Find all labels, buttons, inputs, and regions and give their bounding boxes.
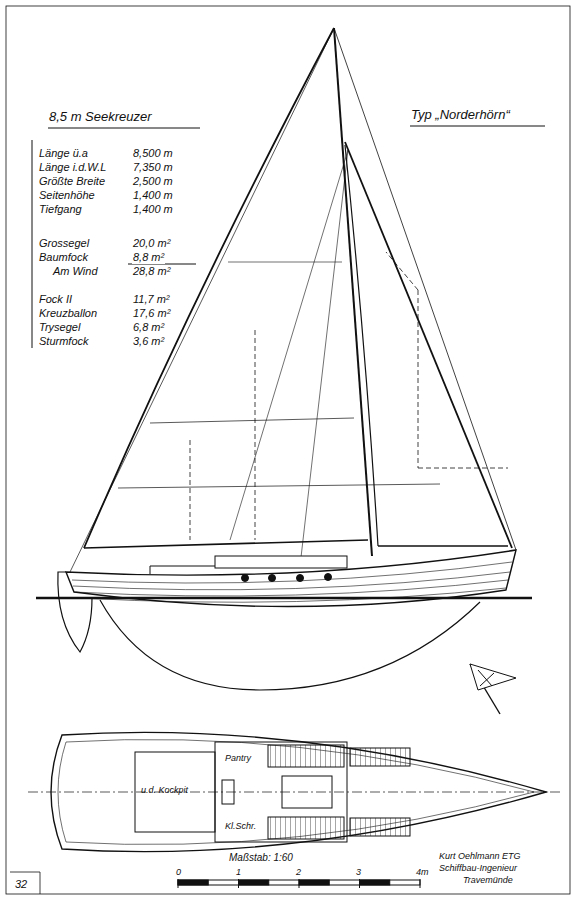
keel — [100, 600, 480, 690]
spec-value: 7,350 m — [132, 161, 174, 174]
corner-box — [10, 872, 40, 894]
scale-number: 4m — [415, 866, 430, 879]
scale-segment — [239, 880, 269, 885]
spec-rule — [32, 140, 33, 348]
cockpit-coaming — [150, 566, 215, 567]
porthole — [269, 575, 276, 582]
spec-name: Grossegel — [38, 237, 90, 250]
cockpit — [135, 752, 215, 832]
signature: Travemünde — [462, 874, 514, 887]
spec-name: Länge i.d.W.L — [38, 161, 107, 174]
spec-value: 17,6 m² — [132, 307, 171, 320]
spec-value: 1,400 m — [132, 203, 174, 216]
scale-number: 0 — [175, 866, 182, 879]
scale-segment — [178, 880, 208, 885]
table — [282, 776, 332, 808]
spec-value: 8,500 m — [132, 147, 174, 160]
spec-value: 28,8 m² — [132, 265, 171, 278]
spec-value: 6,8 m² — [132, 321, 165, 334]
fore-bunk — [350, 818, 410, 836]
sail-seam — [118, 484, 440, 488]
spec-value: 1,400 m — [132, 189, 174, 202]
spec-value: 8,8 m² — [132, 251, 165, 264]
spec-name: Am Wind — [52, 265, 99, 278]
title-underline — [48, 128, 200, 129]
room-label: Pantry — [224, 752, 252, 765]
jib-boom — [378, 545, 508, 546]
waterline — [36, 597, 532, 599]
mast — [334, 28, 372, 556]
fore-bunk — [350, 748, 410, 766]
type-name: Typ „Norderhörn“ — [410, 108, 511, 121]
cabin-plan — [215, 742, 347, 842]
shroud — [300, 150, 348, 566]
spec-name: Fock II — [38, 293, 73, 306]
room-label: u.d. Kockpit — [140, 784, 202, 797]
scale-number: 3 — [355, 866, 362, 879]
spec-name: Kreuzballon — [38, 307, 98, 320]
jib-stay — [345, 142, 512, 548]
spec-value: 20,0 m² — [132, 237, 171, 250]
centerline — [28, 792, 562, 793]
spec-name: Seitenhöhe — [38, 189, 96, 202]
spec-name: Sturmfock — [38, 335, 90, 348]
sail-seam — [228, 262, 342, 263]
spec-name: Größte Breite — [38, 175, 106, 188]
scale-number: 1 — [235, 866, 242, 879]
ballon-outline — [386, 252, 418, 290]
companionway — [222, 780, 234, 804]
spec-name: Baumfock — [38, 251, 89, 264]
page-number: 32 — [14, 878, 28, 891]
trysail-outline — [255, 330, 256, 540]
scale-segment — [299, 880, 329, 885]
spec-name: Tiefgang — [38, 203, 83, 216]
porthole — [297, 575, 304, 582]
trysail-outline — [190, 440, 191, 540]
scale-label: Maßstab: 1:60 — [228, 851, 294, 864]
pennant — [470, 664, 516, 690]
spec-name: Länge ü.a — [38, 147, 89, 160]
scale-segment — [360, 880, 390, 885]
spec-value: 2,500 m — [132, 175, 174, 188]
spec-name: Trysegel — [38, 321, 81, 334]
title: 8,5 m Seekreuzer — [48, 110, 153, 123]
porthole — [325, 574, 332, 581]
bunk — [268, 745, 344, 767]
scale-number: 2 — [295, 866, 302, 879]
cabin-top — [215, 556, 347, 568]
room-label: Kl.Schr. — [224, 820, 257, 833]
page-frame — [6, 6, 570, 894]
spec-value: 11,7 m² — [132, 293, 170, 306]
sail-seam — [150, 418, 354, 423]
jib-leech — [345, 145, 378, 546]
porthole — [242, 575, 249, 582]
shroud — [230, 150, 348, 540]
ballon-outline — [418, 468, 508, 469]
spec-value: 3,6 m² — [132, 335, 165, 348]
rudder — [58, 572, 92, 652]
bunk — [268, 817, 344, 839]
type-underline — [410, 126, 545, 127]
forestay — [334, 28, 516, 550]
ballon-outline — [418, 290, 419, 468]
pennant-cross — [478, 670, 494, 686]
main-boom — [84, 540, 368, 548]
cockpit-coaming — [150, 566, 151, 574]
